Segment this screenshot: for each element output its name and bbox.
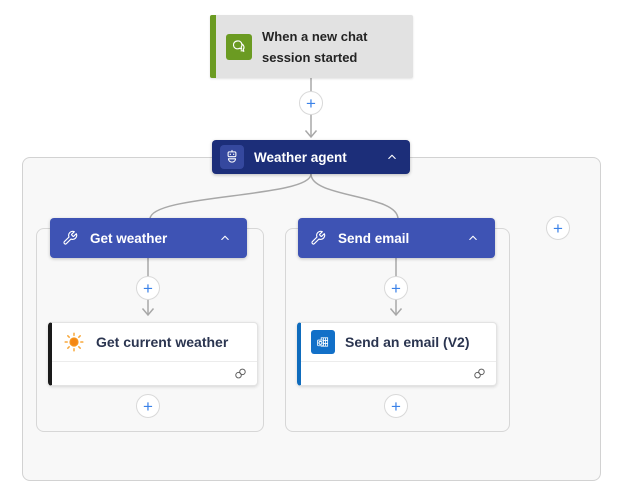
wrench-icon bbox=[62, 230, 78, 246]
action-title: Get current weather bbox=[96, 334, 229, 350]
chevron-up-icon bbox=[221, 235, 229, 241]
insert-action-button-get-weather[interactable]: + bbox=[136, 276, 160, 300]
branch-header-get-weather[interactable]: Get weather bbox=[50, 218, 247, 258]
collapse-branch-button[interactable] bbox=[215, 228, 235, 248]
branch-label: Get weather bbox=[90, 230, 168, 246]
action-card-get-current-weather[interactable]: Get current weather bbox=[48, 322, 258, 386]
outlook-icon bbox=[311, 330, 335, 354]
chat-bubbles-icon bbox=[226, 33, 252, 60]
chevron-up-icon bbox=[388, 154, 396, 160]
trigger-card[interactable]: When a new chat session started bbox=[210, 15, 413, 78]
wrench-icon bbox=[310, 230, 326, 246]
action-title: Send an email (V2) bbox=[345, 334, 470, 350]
branch-header-send-email[interactable]: Send email bbox=[298, 218, 495, 258]
link-icon bbox=[233, 366, 248, 381]
link-icon bbox=[472, 366, 487, 381]
insert-action-button-send-email[interactable]: + bbox=[384, 276, 408, 300]
trigger-title: When a new chat session started bbox=[262, 28, 368, 65]
chevron-up-icon bbox=[469, 235, 477, 241]
collapse-agent-button[interactable] bbox=[382, 147, 402, 167]
agent-node[interactable]: Weather agent bbox=[212, 140, 410, 174]
collapse-branch-button[interactable] bbox=[463, 228, 483, 248]
action-card-send-an-email-v2[interactable]: Send an email (V2) bbox=[297, 322, 497, 386]
add-action-button-get-weather[interactable]: + bbox=[136, 394, 160, 418]
add-action-button-send-email[interactable]: + bbox=[384, 394, 408, 418]
agent-label: Weather agent bbox=[254, 149, 347, 165]
sun-icon bbox=[62, 330, 86, 354]
branch-label: Send email bbox=[338, 230, 410, 246]
add-branch-button[interactable]: + bbox=[546, 216, 570, 240]
insert-action-button-top[interactable]: + bbox=[299, 91, 323, 115]
robot-icon bbox=[220, 145, 244, 169]
